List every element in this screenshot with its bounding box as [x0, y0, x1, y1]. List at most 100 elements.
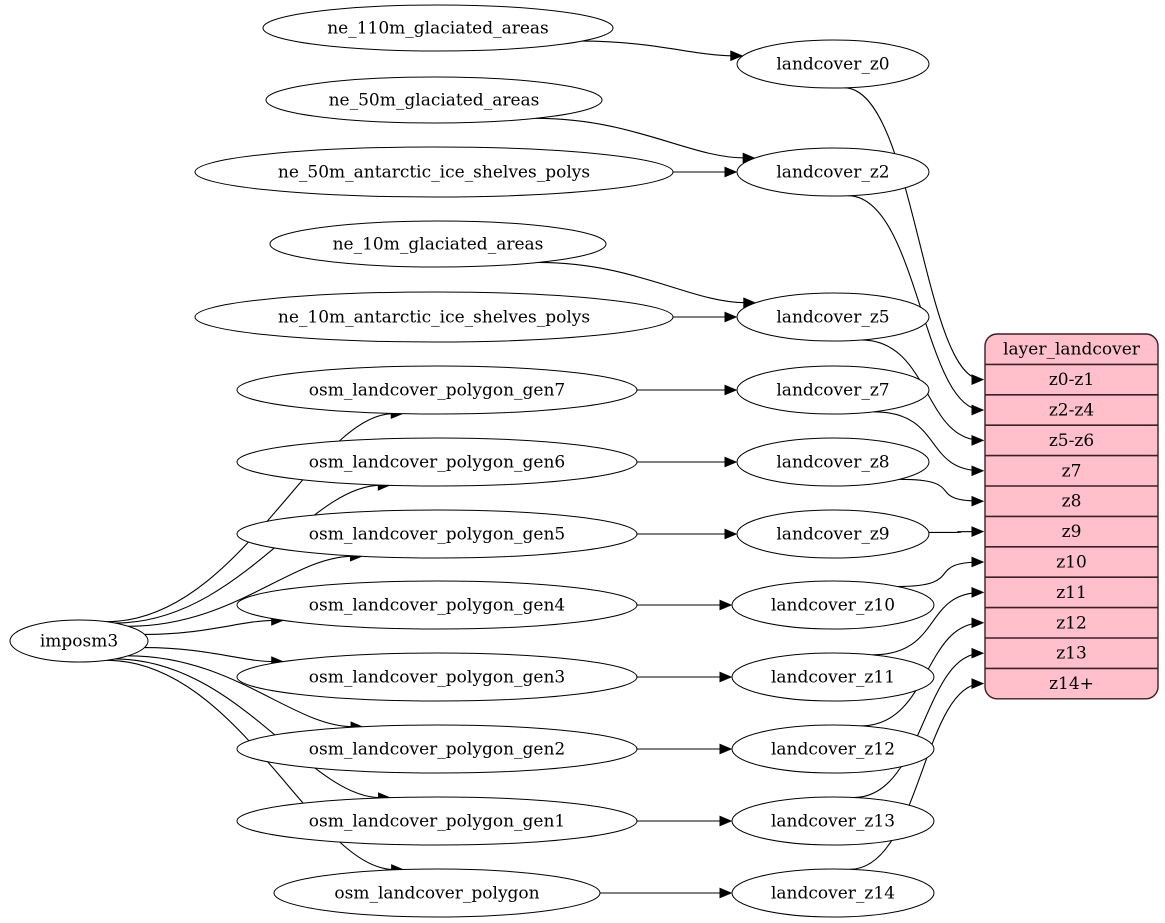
node-osm_landcover_polygon_gen4[interactable]: osm_landcover_polygon_gen4 — [236, 580, 638, 630]
node-ne_50m_antarctic_ice_shelves_polys[interactable]: ne_50m_antarctic_ice_shelves_polys — [194, 146, 674, 198]
node-osm_landcover_polygon_gen2[interactable]: osm_landcover_polygon_gen2 — [236, 724, 638, 774]
node-label: landcover_z13 — [771, 812, 895, 832]
node-osm_landcover_polygon[interactable]: osm_landcover_polygon — [273, 868, 601, 918]
node-label: landcover_z7 — [776, 381, 889, 401]
edge-arrowhead — [971, 678, 985, 689]
table-header-label: layer_landcover — [1003, 340, 1141, 360]
node-label: ne_110m_glaciated_areas — [327, 19, 549, 39]
node-landcover_z5[interactable]: landcover_z5 — [736, 292, 930, 342]
table-row-z12[interactable]: z12 — [1056, 613, 1087, 633]
edge-path — [849, 683, 983, 870]
table-row-z8[interactable]: z8 — [1062, 492, 1082, 512]
node-ne_10m_glaciated_areas[interactable]: ne_10m_glaciated_areas — [269, 220, 607, 268]
edge-osm_landcover_polygon_gen1--landcover_z13 — [637, 815, 733, 827]
node-label: osm_landcover_polygon_gen5 — [309, 525, 565, 545]
edge-path — [844, 87, 983, 381]
node-label: landcover_z9 — [776, 525, 889, 545]
table-row-z2-z4[interactable]: z2-z4 — [1049, 401, 1094, 421]
edge-arrowhead — [730, 50, 744, 62]
node-ne_110m_glaciated_areas[interactable]: ne_110m_glaciated_areas — [262, 4, 614, 52]
node-ne_10m_antarctic_ice_shelves_polys[interactable]: ne_10m_antarctic_ice_shelves_polys — [194, 291, 674, 343]
node-label: landcover_z5 — [776, 308, 889, 328]
node-shape — [236, 509, 638, 559]
node-label: ne_50m_glaciated_areas — [329, 91, 540, 111]
table-row-z7[interactable]: z7 — [1062, 461, 1082, 481]
edge-arrowhead — [724, 528, 738, 540]
node-landcover_z0[interactable]: landcover_z0 — [736, 39, 930, 89]
node-landcover_z14[interactable]: landcover_z14 — [731, 868, 935, 918]
table-row-z11[interactable]: z11 — [1056, 583, 1087, 603]
edge-arrowhead — [724, 166, 738, 178]
node-shape — [731, 724, 935, 774]
edge-path — [106, 413, 394, 623]
table-row-label: z13 — [1056, 644, 1087, 664]
node-landcover_z9[interactable]: landcover_z9 — [736, 509, 930, 559]
node-landcover_z8[interactable]: landcover_z8 — [736, 437, 930, 487]
node-landcover_z12[interactable]: landcover_z12 — [731, 724, 935, 774]
edge-arrowhead — [971, 435, 985, 446]
table-row-label: z11 — [1056, 583, 1087, 603]
table-row-z14+[interactable]: z14+ — [1049, 674, 1094, 694]
node-landcover_z13[interactable]: landcover_z13 — [731, 796, 935, 846]
table-row-label: z14+ — [1049, 674, 1094, 694]
node-label: osm_landcover_polygon_gen2 — [309, 740, 565, 760]
table-row-label: z2-z4 — [1049, 401, 1094, 421]
node-landcover_z11[interactable]: landcover_z11 — [731, 652, 935, 702]
node-ne_50m_glaciated_areas[interactable]: ne_50m_glaciated_areas — [265, 76, 603, 124]
node-shape — [236, 365, 638, 415]
table-row-z13[interactable]: z13 — [1056, 644, 1087, 664]
edge-osm_landcover_polygon_gen3--landcover_z11 — [637, 671, 733, 683]
edge-arrowhead — [971, 647, 985, 659]
node-label: landcover_z14 — [771, 884, 895, 904]
node-label: landcover_z10 — [771, 596, 895, 616]
edge-arrowhead — [971, 404, 985, 416]
edge-arrowhead — [719, 887, 733, 899]
node-label: osm_landcover_polygon_gen7 — [309, 381, 565, 401]
table-row-z5-z6[interactable]: z5-z6 — [1049, 431, 1094, 451]
node-landcover_z7[interactable]: landcover_z7 — [736, 365, 930, 415]
edge-arrowhead — [719, 599, 733, 611]
node-osm_landcover_polygon_gen5[interactable]: osm_landcover_polygon_gen5 — [236, 509, 638, 559]
node-shape — [236, 580, 638, 630]
edge-landcover_z0--layer_landcover:z0-z1 — [844, 87, 985, 385]
node-shape — [731, 868, 935, 918]
node-label: osm_landcover_polygon — [334, 884, 539, 904]
edge-path — [128, 655, 354, 728]
edge-landcover_z8--layer_landcover:z8 — [899, 478, 985, 507]
edge-arrowhead — [971, 495, 985, 507]
node-osm_landcover_polygon_gen6[interactable]: osm_landcover_polygon_gen6 — [236, 437, 638, 487]
table-row-label: z9 — [1062, 522, 1082, 542]
table-row-z9[interactable]: z9 — [1062, 522, 1082, 542]
edge-ne_10m_antarctic_ice_shelves_polys--landcover_z5 — [673, 311, 738, 323]
edge-path — [897, 561, 983, 588]
node-landcover_z10[interactable]: landcover_z10 — [731, 580, 935, 630]
node-landcover_z2[interactable]: landcover_z2 — [736, 147, 930, 197]
table-row-label: z10 — [1056, 553, 1087, 573]
edge-osm_landcover_polygon_gen4--landcover_z10 — [637, 599, 733, 611]
edge-arrowhead — [724, 311, 738, 323]
node-osm_landcover_polygon_gen7[interactable]: osm_landcover_polygon_gen7 — [236, 365, 638, 415]
node-osm_landcover_polygon_gen3[interactable]: osm_landcover_polygon_gen3 — [236, 652, 638, 702]
node-osm_landcover_polygon_gen1[interactable]: osm_landcover_polygon_gen1 — [236, 796, 638, 846]
node-label: osm_landcover_polygon_gen3 — [309, 668, 565, 688]
edge-path — [106, 659, 394, 871]
node-shape — [269, 220, 607, 268]
edge-ne_110m_glaciated_areas--landcover_z0 — [581, 40, 744, 62]
node-shape — [736, 39, 930, 89]
node-shape — [736, 147, 930, 197]
node-label: landcover_z11 — [771, 668, 895, 688]
node-imposm3[interactable]: imposm3 — [9, 619, 149, 663]
edge-arrowhead — [719, 671, 733, 683]
node-label: ne_50m_antarctic_ice_shelves_polys — [278, 163, 590, 183]
table-row-z10[interactable]: z10 — [1056, 553, 1087, 573]
node-label: osm_landcover_polygon_gen4 — [309, 596, 565, 616]
node-shape — [236, 652, 638, 702]
edge-landcover_z10--layer_landcover:z10 — [897, 556, 985, 588]
edge-path — [899, 478, 983, 502]
table-row-z0-z1[interactable]: z0-z1 — [1049, 370, 1094, 390]
edge-arrowhead — [971, 556, 985, 568]
edge-landcover_z7--layer_landcover:z7 — [873, 411, 985, 477]
node-label: ne_10m_antarctic_ice_shelves_polys — [278, 308, 590, 328]
edge-path — [538, 261, 746, 304]
